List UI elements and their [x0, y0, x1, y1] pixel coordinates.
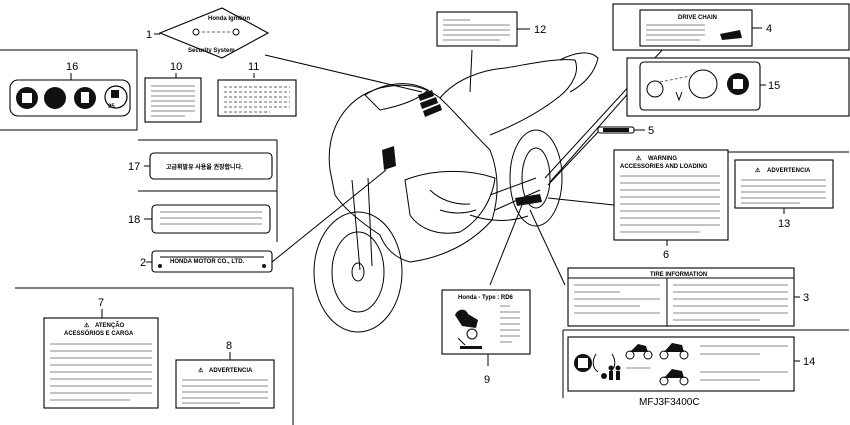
callout-10: 10 [170, 61, 182, 73]
drive-chain-title: DRIVE CHAIN [678, 15, 717, 21]
key-icon [192, 28, 200, 36]
rear-wheel-inner [521, 147, 551, 209]
advertencia-13-icon: ⚠ [755, 167, 761, 174]
leader-2 [271, 169, 387, 263]
label-5-strip [597, 126, 635, 134]
arrow-icon [675, 91, 683, 102]
callout-8: 8 [226, 340, 232, 352]
atencao-subtitle: ACESSÓRIOS E CARGA [64, 329, 134, 337]
frame-16 [0, 49, 138, 131]
leader-3 [529, 209, 566, 286]
fairing [328, 84, 498, 263]
frame-7-8 [15, 287, 294, 425]
leader-12 [469, 49, 473, 93]
tail [559, 52, 599, 93]
honda-motor-text: HONDA MOTOR CO., LTD. [170, 259, 245, 265]
label-advertencia-8: ⚠ ADVERTENCIA [175, 359, 275, 409]
warning-triangle-icon: ⚠ [636, 155, 642, 162]
leader-15 [549, 79, 641, 183]
label-korean-fuel: 고급휘발유 사용을 권장합니다. [149, 152, 273, 180]
label-advertencia-13: ⚠ ADVERTENCIA [734, 159, 834, 209]
motorcycle-tandem-icon [659, 369, 689, 386]
callout-6: 6 [663, 249, 669, 261]
small-ring-icon [646, 80, 664, 98]
leader-6 [547, 197, 615, 206]
callout-2: 2 [140, 257, 146, 269]
diagram-code: MFJ3F3400C [639, 397, 700, 408]
tire-info-title: TIRE INFORMATION [650, 272, 707, 278]
label-16-pictograms: 95 [9, 79, 131, 117]
front-wheel [313, 211, 403, 333]
label-drive-chain: DRIVE CHAIN [639, 9, 753, 47]
korean-fuel-text: 고급휘발유 사용을 권장합니다. [166, 163, 243, 171]
leader-5 [547, 129, 601, 186]
callout-4: 4 [766, 23, 772, 35]
motorcycle-illustration [313, 52, 599, 333]
front-fork [351, 177, 373, 271]
lower-fairing [404, 171, 496, 234]
label-10-plate [144, 77, 202, 123]
engine [429, 189, 477, 214]
ignition-diamond [158, 7, 270, 59]
callout-17: 17 [128, 161, 140, 173]
advertencia-8-icon: ⚠ [198, 367, 204, 374]
label-11-plate [217, 79, 297, 117]
callout-13: 13 [778, 218, 790, 230]
large-ring-icon [688, 69, 718, 99]
motorcycle-loaded-icon [659, 343, 689, 360]
load-arrows-icon [592, 353, 616, 373]
rider-pictogram-icon [455, 309, 478, 328]
fuel-95-text: 95 [108, 104, 115, 110]
exhaust [469, 214, 529, 221]
chain-tool-icon [720, 30, 742, 40]
callout-11: 11 [248, 61, 259, 73]
ignition-bottom-text: Security System [188, 48, 235, 54]
leader-1 [264, 54, 423, 93]
callout-3: 3 [803, 292, 809, 304]
helmet-icon [44, 87, 66, 109]
callout-1: 1 [146, 29, 152, 41]
callout-12: 12 [534, 24, 546, 36]
rear-wheel [509, 129, 563, 227]
front-wheel-inner [331, 231, 385, 313]
warning-title: WARNING [648, 156, 677, 162]
label-honda-motor: HONDA MOTOR CO., LTD. [151, 250, 273, 273]
label-12-plate [436, 11, 518, 47]
label-18-plate [151, 204, 271, 234]
label-honda-type: Honda - Type : RD6 [441, 289, 531, 355]
warning-subtitle: ACCESSORIES AND LOADING [620, 164, 708, 170]
leader-lines [264, 47, 665, 286]
rider-icon [608, 365, 621, 380]
callout-14: 14 [803, 356, 815, 368]
motorcycle-solo-icon [625, 344, 653, 360]
leader-9 [489, 204, 523, 286]
atencao-title: ATENÇÃO [95, 322, 125, 329]
front-hub [351, 262, 365, 282]
ignition-top-text: Honda Ignition [208, 16, 250, 22]
label-ignition-security: Honda Ignition Security System [158, 7, 270, 59]
advertencia-8-title: ADVERTENCIA [209, 368, 253, 374]
label-warning-accessories: ⚠ WARNING ACCESSORIES AND LOADING [613, 149, 729, 241]
fairing-stripes [382, 90, 542, 206]
label-tire-information: TIRE INFORMATION [567, 267, 795, 327]
atencao-icon: ⚠ [84, 322, 90, 329]
tank-seat [439, 59, 577, 136]
callout-15: 15 [768, 80, 780, 92]
frame-17-18 [138, 139, 278, 242]
label-14-pictogram [567, 336, 795, 392]
callout-9: 9 [484, 374, 490, 386]
honda-type-text: Honda - Type : RD6 [458, 295, 514, 301]
lock-icon [232, 28, 240, 36]
label-15-disc [639, 61, 761, 111]
fuel-pump-icon [104, 85, 128, 109]
advertencia-13-title: ADVERTENCIA [767, 168, 811, 174]
label-atencao-acessorios: ⚠ ATENÇÃO ACESSÓRIOS E CARGA [43, 317, 159, 409]
callout-18: 18 [128, 214, 140, 226]
windscreen [364, 83, 429, 111]
callout-7: 7 [98, 297, 104, 309]
callout-16: 16 [66, 61, 78, 73]
callout-5: 5 [648, 125, 654, 137]
